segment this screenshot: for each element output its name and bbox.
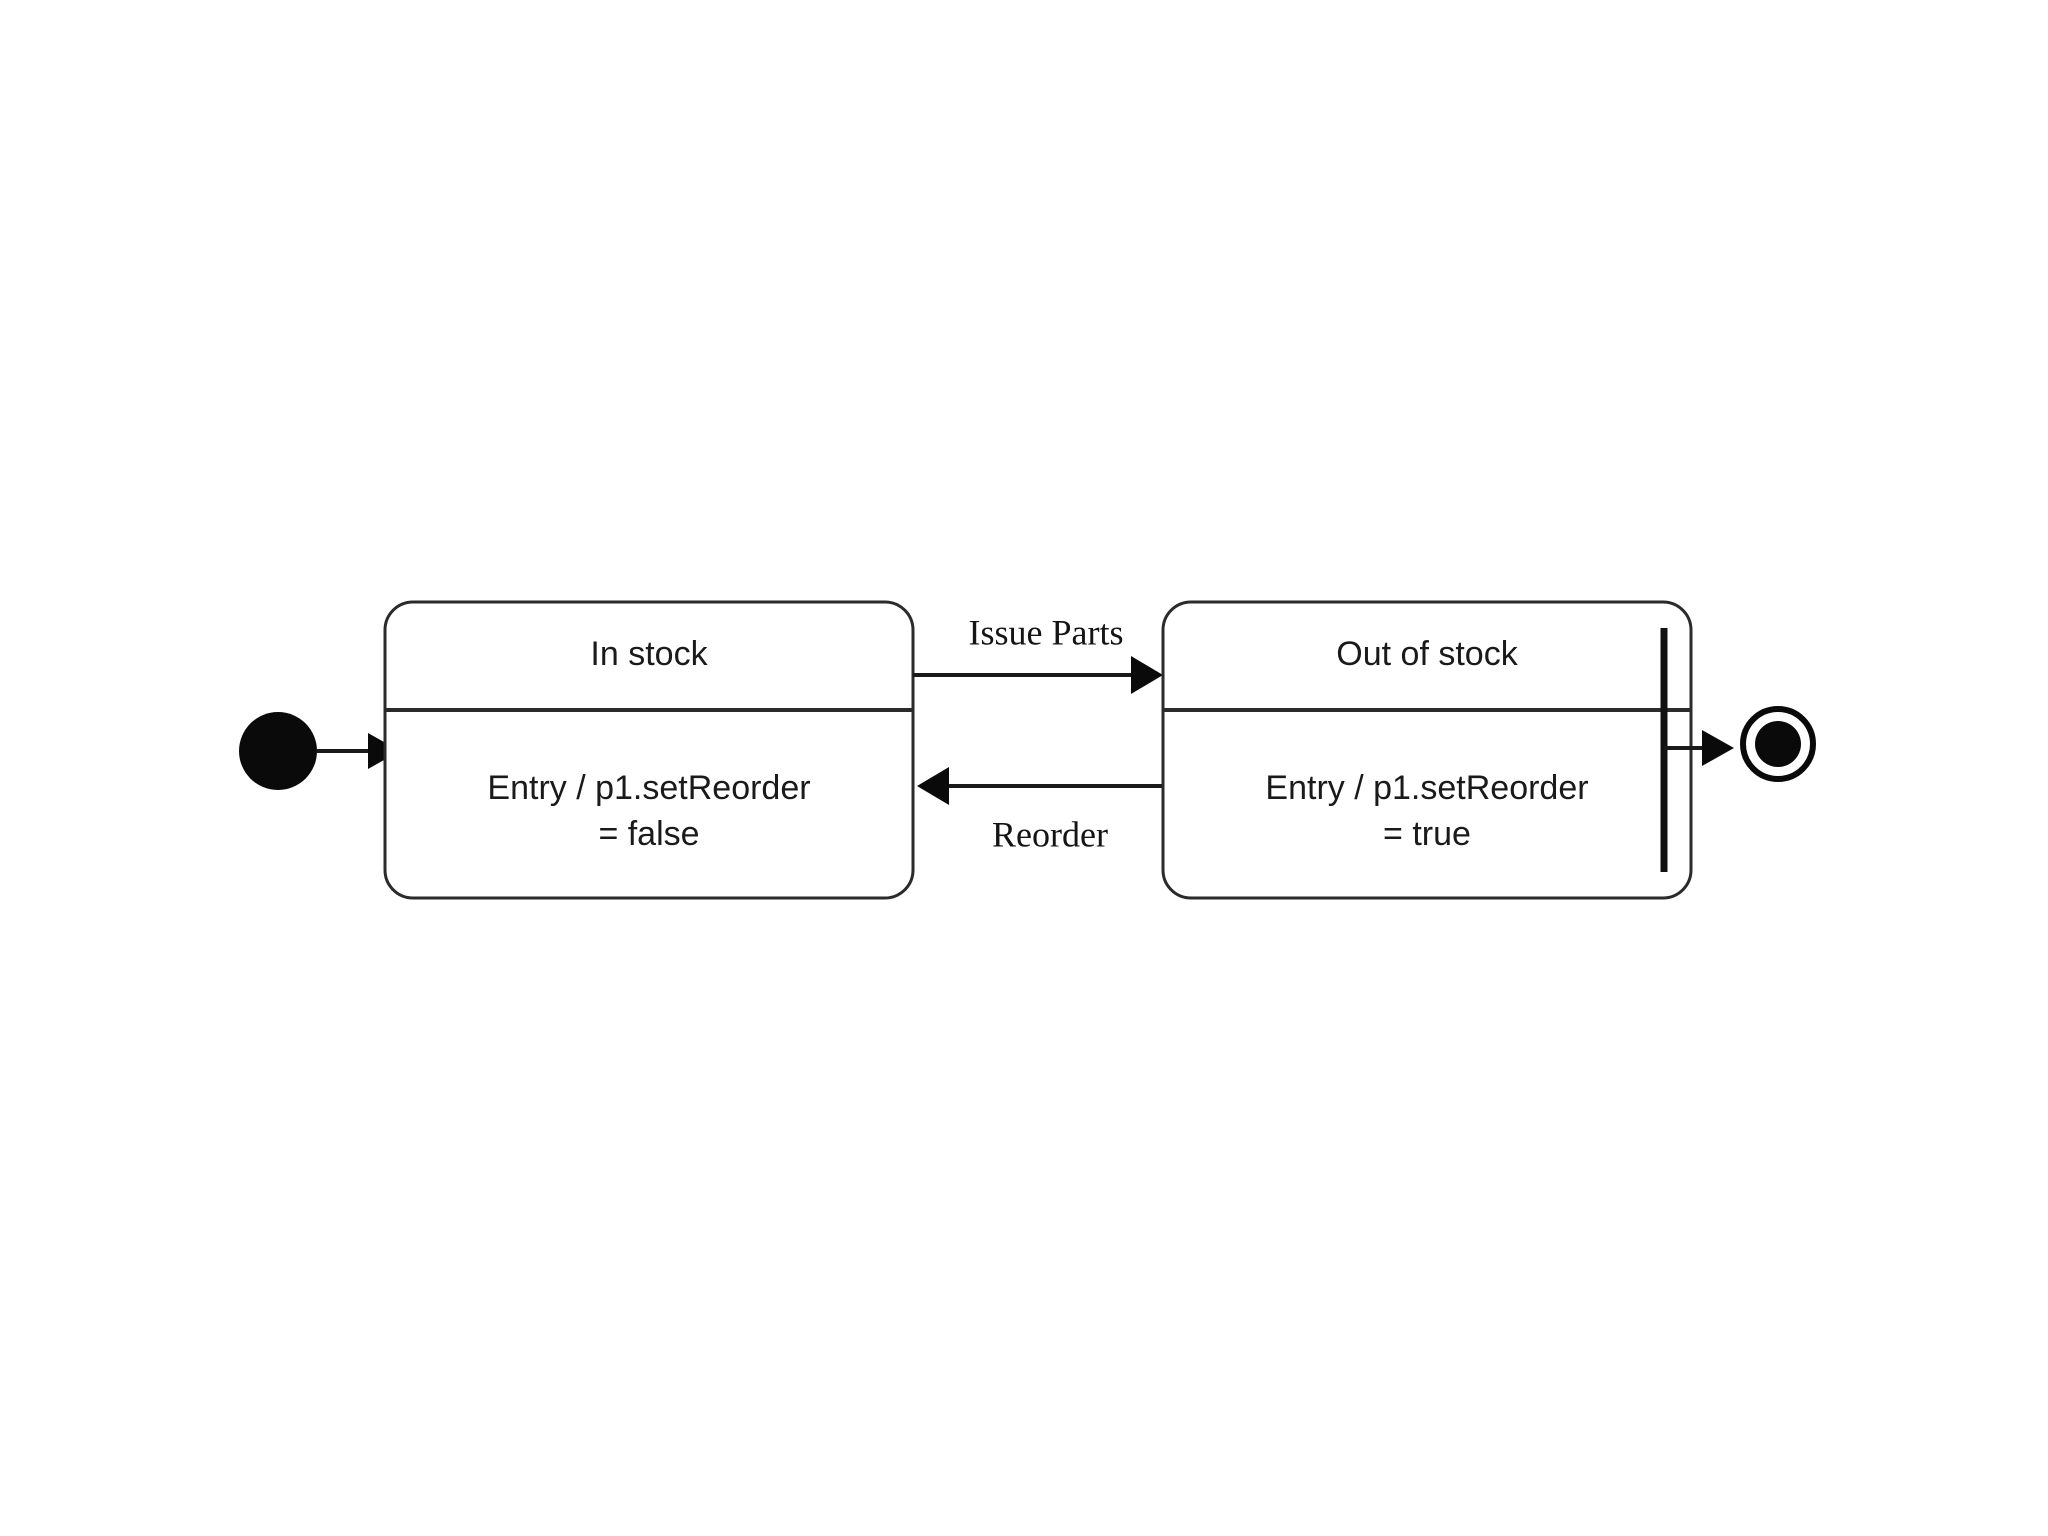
state-out-of-stock[interactable]: Out of stock Entry / p1.setReorder = tru… [1161, 600, 1693, 900]
out-of-stock-title: Out of stock [1336, 635, 1518, 673]
transition-out-of-stock-to-final[interactable] [1664, 730, 1734, 766]
final-state-node[interactable] [1740, 706, 1816, 782]
out-of-stock-body-line-2: = true [1383, 815, 1471, 853]
end-arrow-head-icon [1702, 730, 1734, 766]
reorder-arrow-head-icon [917, 767, 949, 805]
in-stock-body-line-1: Entry / p1.setReorder [487, 769, 810, 807]
state-in-stock[interactable]: In stock Entry / p1.setReorder = false [383, 600, 915, 900]
initial-state-circle-icon [239, 712, 317, 790]
transition-reorder[interactable]: Reorder [917, 767, 1163, 854]
in-stock-title: In stock [590, 635, 708, 673]
issue-parts-label: Issue Parts [969, 612, 1124, 652]
final-state-inner-circle-icon [1755, 721, 1801, 767]
reorder-label: Reorder [992, 814, 1108, 854]
issue-parts-arrow-head-icon [1131, 656, 1163, 694]
transition-issue-parts[interactable]: Issue Parts [913, 612, 1163, 694]
initial-state-node[interactable] [239, 712, 317, 790]
in-stock-box [383, 600, 915, 900]
in-stock-body-line-2: = false [598, 815, 699, 853]
out-of-stock-body-line-1: Entry / p1.setReorder [1265, 769, 1588, 807]
